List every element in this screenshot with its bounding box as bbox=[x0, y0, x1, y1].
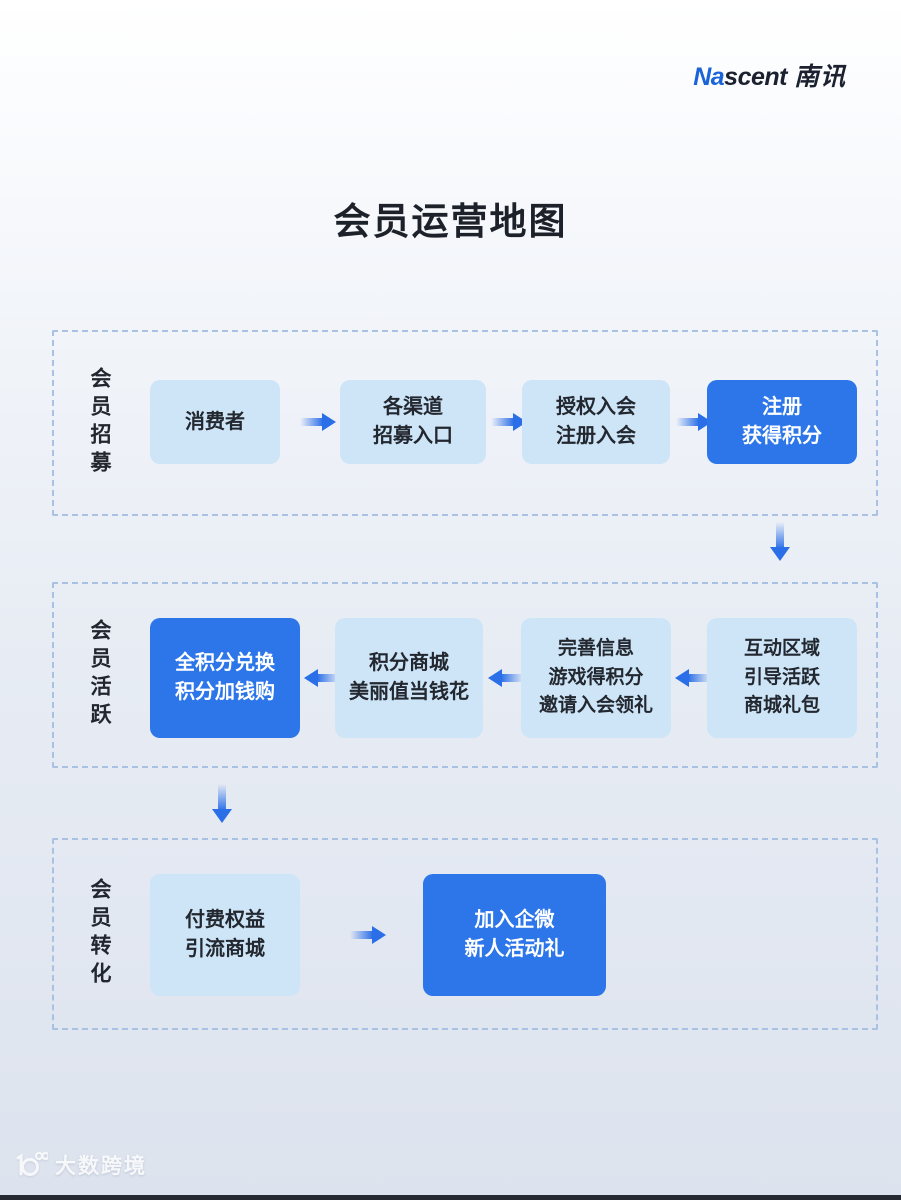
box-line: 互动区域 bbox=[743, 638, 820, 660]
watermark: 大数跨境 bbox=[12, 1150, 147, 1180]
box-line: 商城礼包 bbox=[743, 695, 820, 717]
logo-text-cn: 南讯 bbox=[793, 63, 846, 91]
bottom-bar bbox=[0, 1195, 901, 1200]
arrow-left-icon bbox=[675, 666, 711, 690]
watermark-logo-icon bbox=[16, 1151, 48, 1176]
flow-box-interactive-zone: 互动区域 引导活跃 商城礼包 bbox=[707, 618, 857, 738]
box-line: 加入企微 bbox=[474, 909, 555, 931]
arrow-down-icon bbox=[767, 522, 793, 562]
box-line: 游戏得积分 bbox=[548, 666, 644, 688]
box-line: 付费权益 bbox=[185, 909, 265, 931]
box-line: 邀请入会领礼 bbox=[538, 695, 653, 717]
box-line: 各渠道 bbox=[383, 396, 443, 418]
arrow-left-icon bbox=[488, 666, 524, 690]
box-line: 招募入口 bbox=[373, 425, 453, 447]
box-line: 积分商城 bbox=[369, 652, 449, 674]
box-line: 完善信息 bbox=[557, 638, 634, 660]
box-line: 积分加钱购 bbox=[175, 681, 275, 703]
box-line: 授权入会 bbox=[556, 396, 636, 418]
box-line: 新人活动礼 bbox=[464, 938, 565, 960]
box-line: 消费者 bbox=[185, 410, 245, 433]
flow-box-channels: 各渠道 招募入口 bbox=[340, 380, 486, 464]
watermark-text: 大数跨境 bbox=[55, 1155, 147, 1178]
box-line: 引流商城 bbox=[185, 938, 265, 960]
arrow-down-icon bbox=[209, 784, 235, 824]
arrow-left-icon bbox=[304, 666, 340, 690]
section-conversion: 会员转化 付费权益 引流商城 加入企微 新人活动礼 bbox=[52, 838, 878, 1030]
section-recruitment-label: 会员招募 bbox=[88, 367, 111, 479]
box-line: 注册入会 bbox=[556, 425, 636, 447]
arrow-right-icon bbox=[491, 410, 527, 434]
logo-text-na: Na bbox=[693, 63, 725, 91]
box-line: 全积分兑换 bbox=[175, 652, 275, 674]
arrow-right-icon bbox=[300, 410, 336, 434]
flow-box-points-mall: 积分商城 美丽值当钱花 bbox=[335, 618, 483, 738]
flow-box-register-points: 注册 获得积分 bbox=[707, 380, 857, 464]
box-line: 注册 bbox=[762, 396, 802, 418]
section-conversion-label: 会员转化 bbox=[88, 878, 111, 990]
section-activation-label: 会员活跃 bbox=[88, 619, 111, 731]
box-line: 获得积分 bbox=[742, 425, 822, 447]
flow-box-complete-info: 完善信息 游戏得积分 邀请入会领礼 bbox=[521, 618, 671, 738]
box-line: 引导活跃 bbox=[743, 666, 820, 688]
arrow-right-icon bbox=[676, 410, 712, 434]
section-activation: 会员活跃 全积分兑换 积分加钱购 积分商城 美丽值当钱花 完善信息 游戏得积分 … bbox=[52, 582, 878, 768]
logo-text-scent: scent bbox=[724, 63, 787, 91]
flow-box-consumer: 消费者 bbox=[150, 380, 280, 464]
box-line: 美丽值当钱花 bbox=[349, 681, 469, 703]
flow-box-points-exchange: 全积分兑换 积分加钱购 bbox=[150, 618, 300, 738]
section-recruitment: 会员招募 消费者 各渠道 招募入口 授权入会 注册入会 注册 获得积分 bbox=[52, 330, 878, 516]
flow-box-join-wecom: 加入企微 新人活动礼 bbox=[423, 874, 606, 996]
flow-box-authorize-join: 授权入会 注册入会 bbox=[522, 380, 670, 464]
flow-box-paid-benefits: 付费权益 引流商城 bbox=[150, 874, 300, 996]
page-title: 会员运营地图 bbox=[333, 201, 568, 242]
arrow-right-icon bbox=[350, 923, 386, 947]
